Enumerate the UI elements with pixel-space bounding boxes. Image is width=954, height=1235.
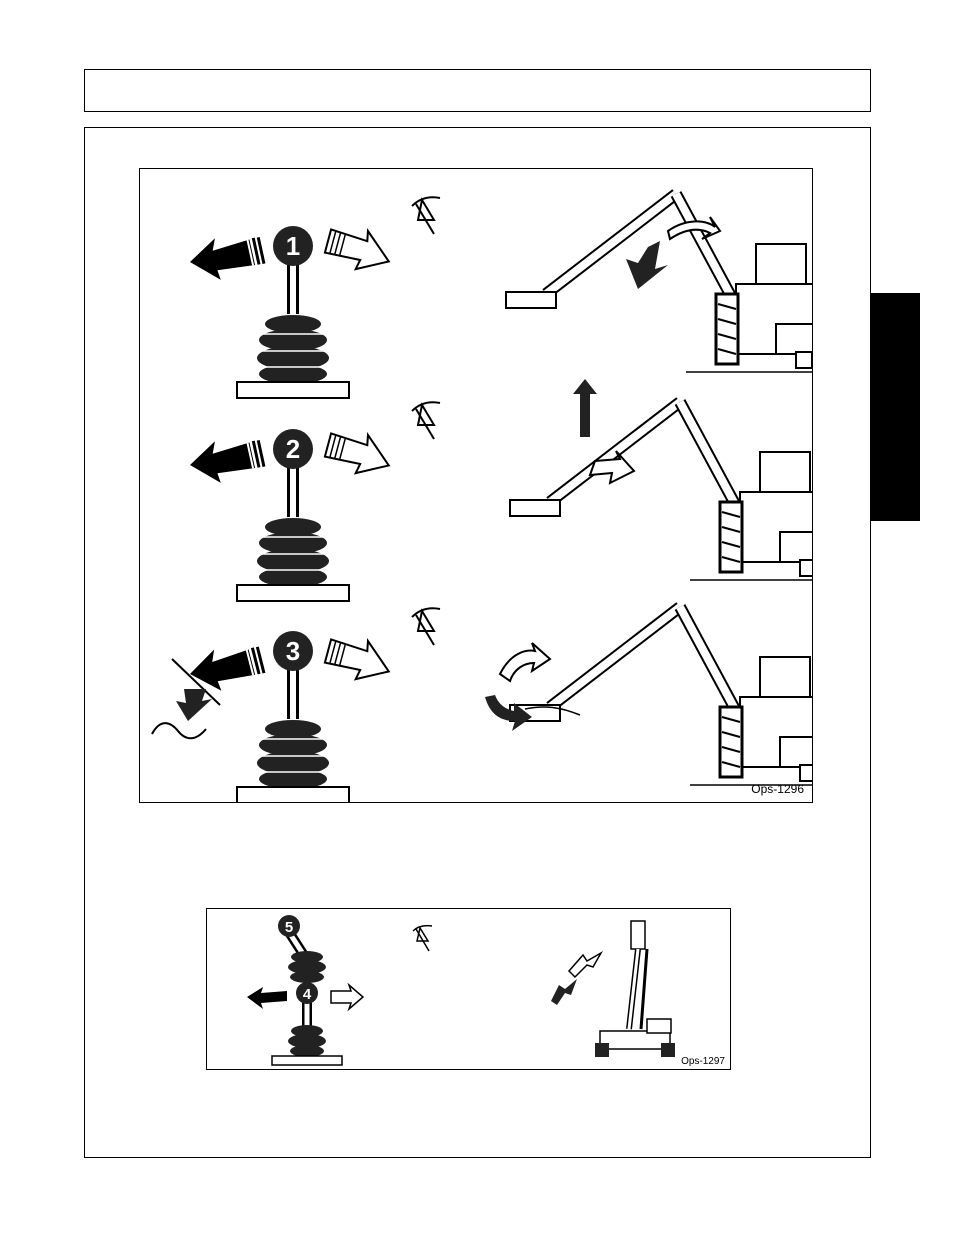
figure-boom-controls: 1 2 3 (139, 168, 813, 803)
step-1-number: 1 (286, 231, 300, 261)
header-box (84, 69, 871, 112)
step-3-number: 3 (286, 636, 300, 666)
figure-label: Ops-1297 (681, 1056, 725, 1067)
step-5-number: 5 (285, 919, 293, 936)
figure-tilt-controls: 5 4 Ops-1297 (206, 908, 731, 1070)
figure-label: Ops-1296 (751, 782, 804, 796)
section-tab[interactable] (870, 293, 920, 521)
step-4-number: 4 (303, 986, 312, 1003)
step-2-number: 2 (286, 434, 300, 464)
